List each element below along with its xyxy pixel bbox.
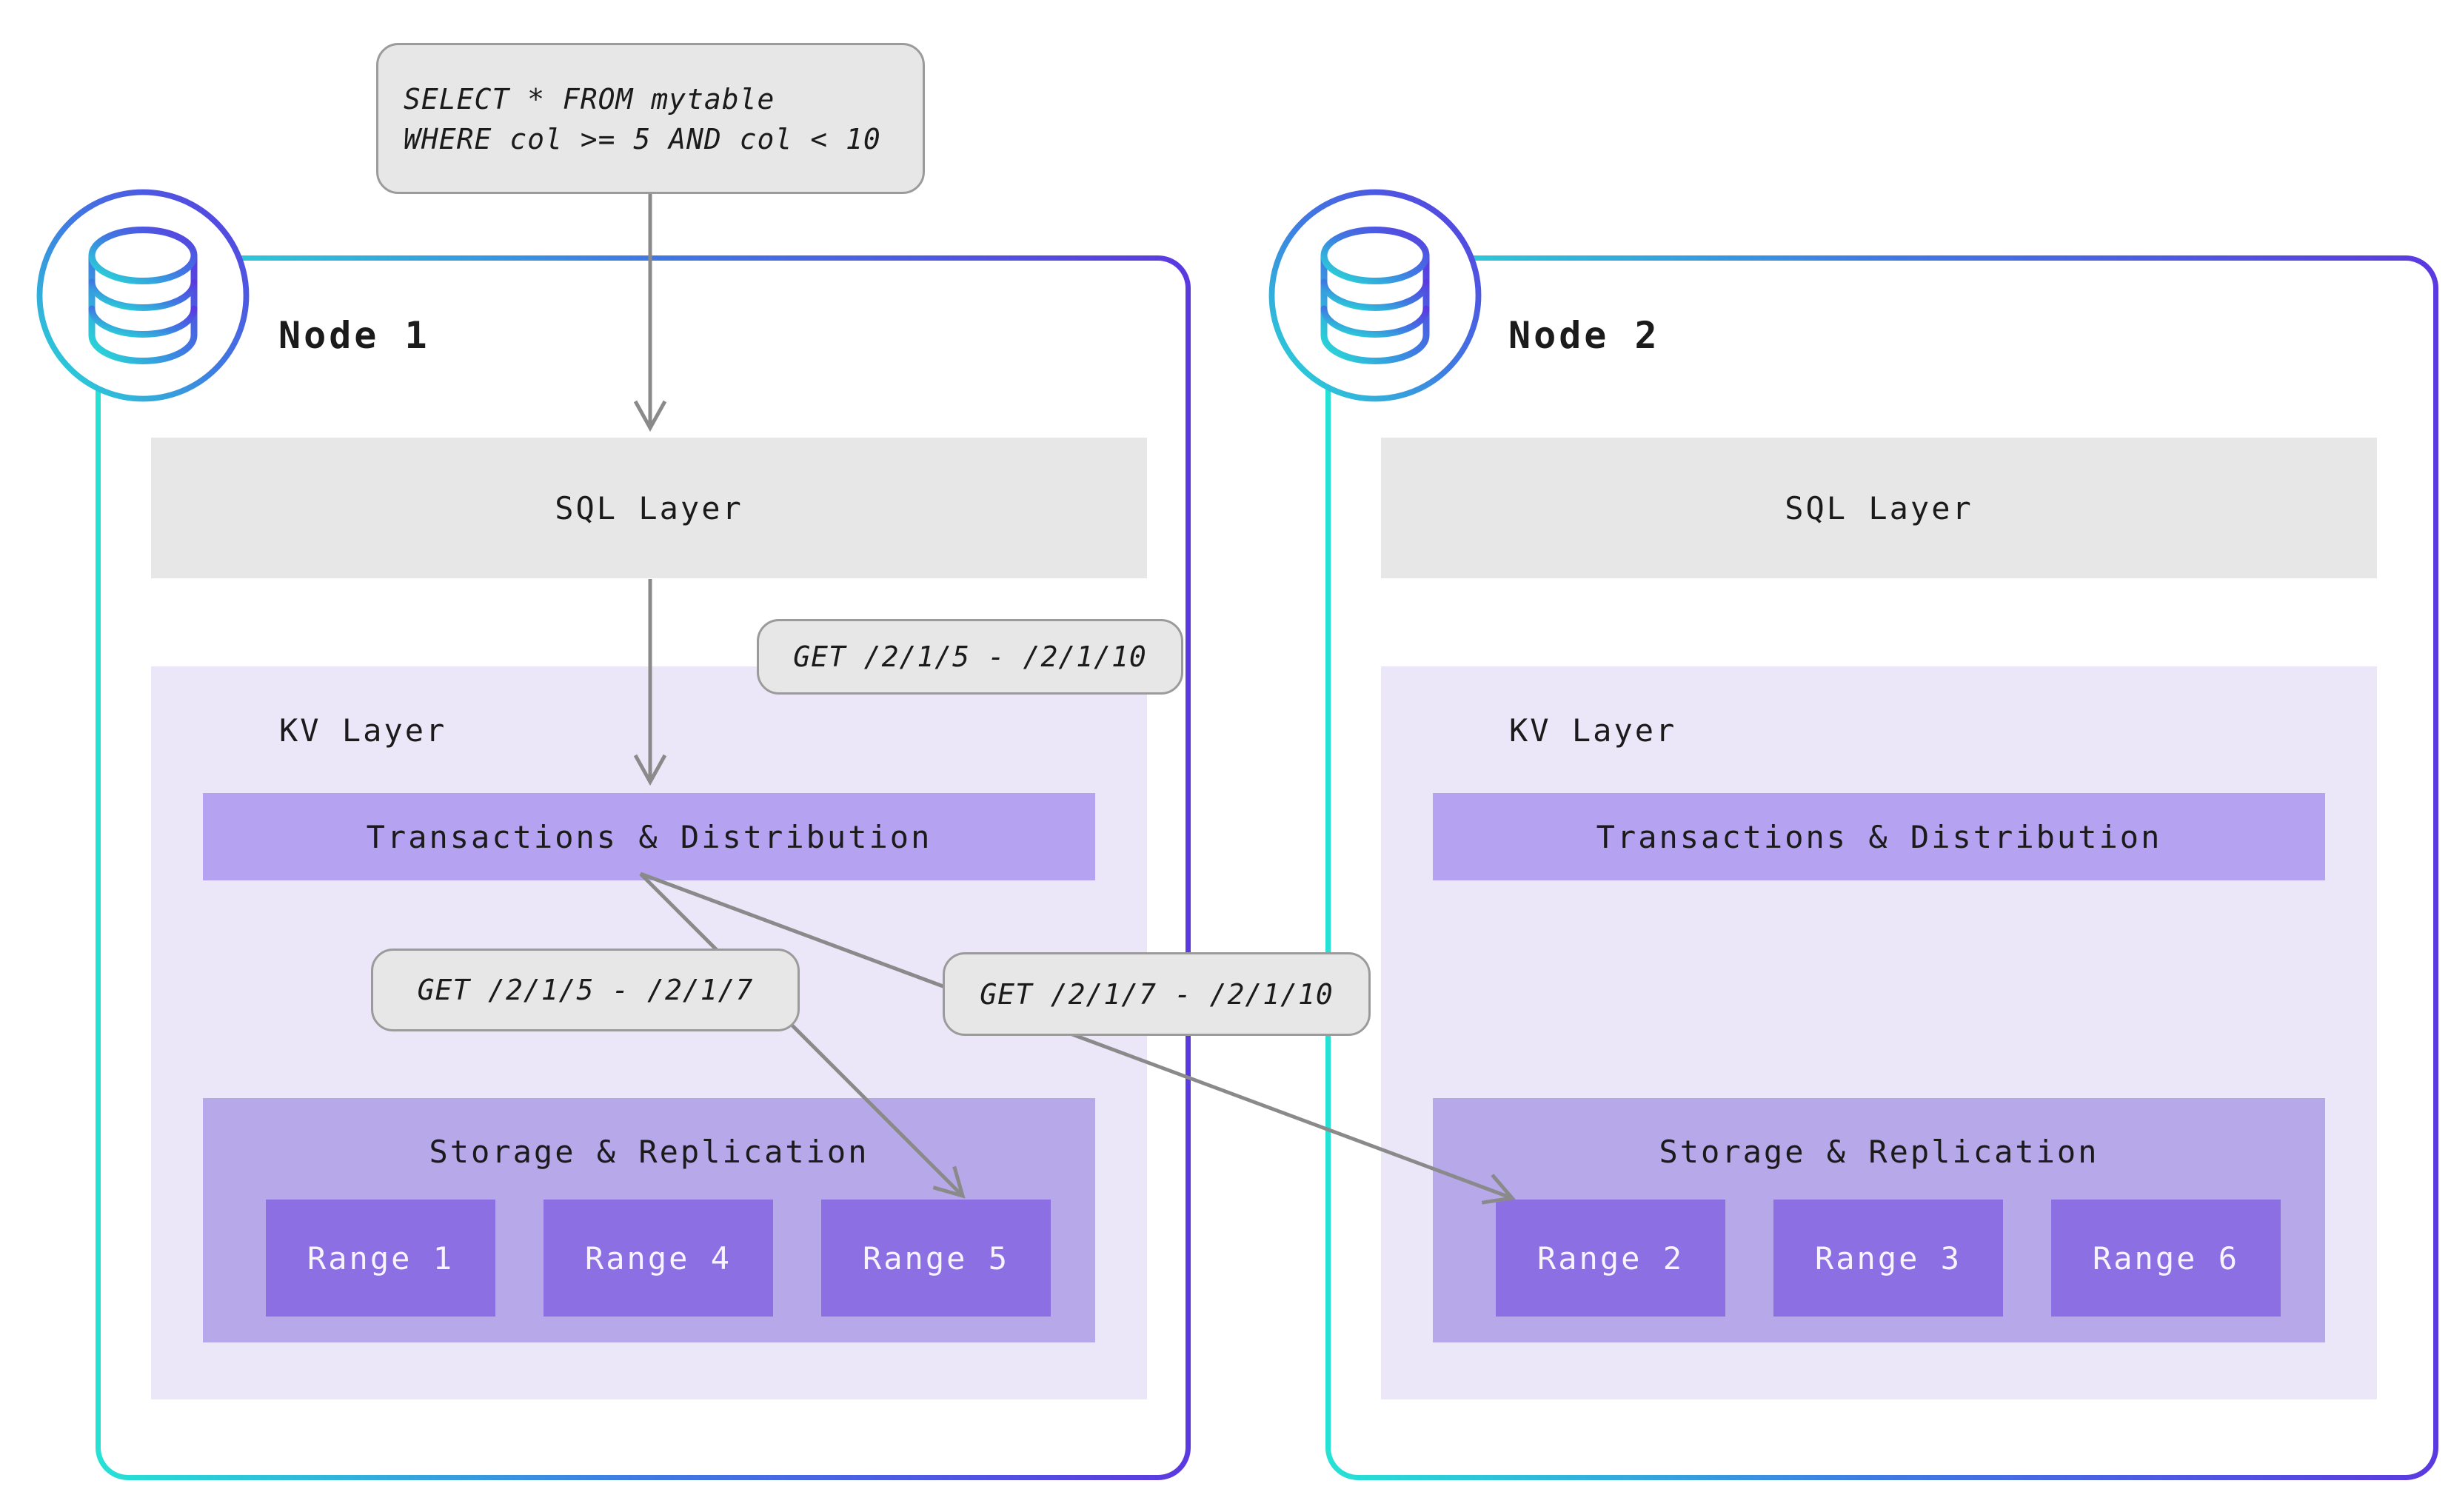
node-1-container: Node 1 SQL Layer KV Layer Transactions &… <box>96 255 1191 1480</box>
node-1-transactions-distribution: Transactions & Distribution <box>203 793 1095 880</box>
node-2-range-row: Range 2 Range 3 Range 6 <box>1496 1200 2281 1317</box>
sql-query-line-2: WHERE col >= 5 AND col < 10 <box>404 123 881 155</box>
node-2-transactions-distribution: Transactions & Distribution <box>1433 793 2325 880</box>
node-1-title: Node 1 <box>278 314 430 357</box>
node-1-kv-layer-label: KV Layer <box>279 712 447 749</box>
sql-query-label: SELECT * FROM mytable WHERE col >= 5 AND… <box>376 43 925 194</box>
range-4-box: Range 4 <box>544 1200 773 1317</box>
node-2-kv-layer-panel: KV Layer Transactions & Distribution Sto… <box>1381 666 2377 1399</box>
node-1-storage-replication: Storage & Replication Range 1 Range 4 Ra… <box>203 1098 1095 1342</box>
node-2-title: Node 2 <box>1508 314 1660 357</box>
node-2-container: Node 2 SQL Layer KV Layer Transactions &… <box>1325 255 2438 1480</box>
get-full-range-label: GET /2/1/5 - /2/1/10 <box>757 619 1183 695</box>
node-2-sql-layer: SQL Layer <box>1381 438 2377 578</box>
node-1-sql-layer: SQL Layer <box>151 438 1147 578</box>
get-remote-range-label: GET /2/1/7 - /2/1/10 <box>943 952 1371 1036</box>
range-5-box: Range 5 <box>821 1200 1051 1317</box>
get-local-range-label: GET /2/1/5 - /2/1/7 <box>371 949 800 1031</box>
node-1-database-icon <box>36 189 250 402</box>
range-3-box: Range 3 <box>1773 1200 2003 1317</box>
node-2-kv-layer-label: KV Layer <box>1509 712 1677 749</box>
node-2-storage-replication-label: Storage & Replication <box>1659 1134 2099 1170</box>
node-2-database-icon <box>1268 189 1482 402</box>
range-1-box: Range 1 <box>266 1200 495 1317</box>
sql-query-line-1: SELECT * FROM mytable <box>404 83 775 116</box>
range-2-box: Range 2 <box>1496 1200 1725 1317</box>
node-1-range-row: Range 1 Range 4 Range 5 <box>266 1200 1051 1317</box>
range-6-box: Range 6 <box>2051 1200 2281 1317</box>
node-2-storage-replication: Storage & Replication Range 2 Range 3 Ra… <box>1433 1098 2325 1342</box>
node-1-storage-replication-label: Storage & Replication <box>429 1134 869 1170</box>
